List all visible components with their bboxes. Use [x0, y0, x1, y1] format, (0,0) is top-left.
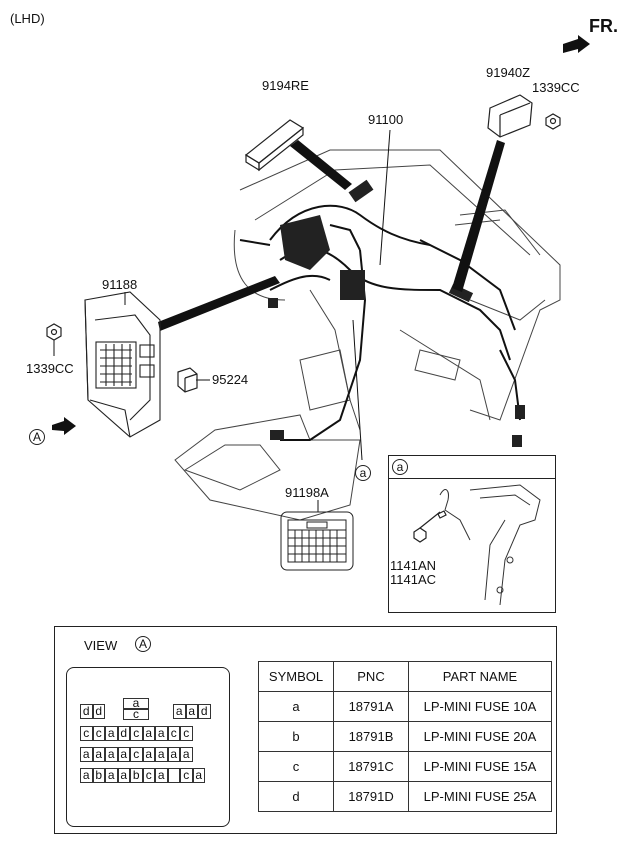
table-row: c 18791C LP-MINI FUSE 15A	[258, 751, 552, 782]
fuse-slot: a	[80, 747, 93, 762]
part-label-91940Z: 91940Z	[486, 65, 531, 80]
table-cell: 18791B	[333, 721, 409, 752]
front-arrow-icon	[563, 35, 590, 53]
view-a-panel: VIEW A	[54, 626, 557, 834]
fuse-slot: a	[167, 747, 180, 762]
fuse-slot: a	[142, 747, 155, 762]
table-header-cell: PNC	[333, 661, 409, 692]
fuse-slot: c	[167, 726, 180, 741]
leader-91940Z	[452, 140, 505, 292]
part-label-1141AC: 1141AC	[390, 572, 437, 587]
fuse-slot: c	[142, 768, 155, 783]
part-label-1339CC-right: 1339CC	[532, 80, 580, 95]
drive-side-label: (LHD)	[10, 11, 45, 26]
part-label-95224: 95224	[212, 372, 249, 387]
view-a-arrow-icon	[52, 417, 76, 435]
fuse-slot: a	[155, 747, 168, 762]
nut-1339CC-left	[46, 323, 62, 341]
detail-a-screw	[413, 510, 447, 543]
leader-91100	[379, 129, 391, 266]
fuse-slot: d	[198, 704, 211, 719]
part-label-91100: 91100	[368, 112, 404, 127]
view-title: VIEW	[84, 638, 118, 653]
part-label-91188: 91188	[102, 277, 138, 292]
part-label-91198A: 91198A	[285, 485, 329, 500]
table-row: a 18791A LP-MINI FUSE 10A	[258, 691, 552, 722]
view-a-marker: A	[29, 429, 45, 445]
table-cell: LP-MINI FUSE 20A	[408, 721, 552, 752]
fuse-slot: a	[173, 704, 186, 719]
fuse-slot: d	[117, 726, 130, 741]
fuse-slot: a	[155, 726, 168, 741]
fuse-slot: a	[80, 768, 93, 783]
fuse-slot: a	[180, 747, 193, 762]
table-cell: c	[258, 751, 334, 782]
fuse-slot: d	[80, 704, 93, 719]
fuse-slot: a	[155, 768, 168, 783]
table-cell: b	[258, 721, 334, 752]
part-label-9194RE: 9194RE	[262, 78, 309, 93]
table-cell: a	[258, 691, 334, 722]
table-header-cell: PART NAME	[408, 661, 552, 692]
table-row: d 18791D LP-MINI FUSE 25A	[258, 781, 552, 812]
detail-a-bracket	[439, 484, 541, 606]
fuse-slot: b	[130, 768, 143, 783]
fuse-parts-table: SYMBOL PNC PART NAME a 18791A LP-MINI FU…	[258, 661, 552, 812]
table-cell: 18791D	[333, 781, 409, 812]
fuse-slot: a	[117, 768, 130, 783]
module-91940Z	[487, 94, 533, 138]
front-label: FR.	[589, 16, 618, 36]
table-cell: 18791C	[333, 751, 409, 782]
callout-a-marker: a	[355, 465, 371, 481]
table-cell: LP-MINI FUSE 15A	[408, 751, 552, 782]
fuse-label-card-91198A	[280, 511, 354, 571]
detail-a-marker: a	[392, 459, 408, 475]
fuse-slot: c	[92, 726, 105, 741]
fuse-slot: c	[130, 747, 143, 762]
fuse-slot: d	[92, 704, 105, 719]
fuse-slot: c	[180, 726, 193, 741]
view-title-marker: A	[135, 636, 151, 652]
fuse-slot: c	[80, 726, 93, 741]
table-cell: d	[258, 781, 334, 812]
part-label-1141AN: 1141AN	[390, 558, 437, 573]
leader-a	[352, 319, 363, 461]
table-header-row: SYMBOL PNC PART NAME	[258, 661, 552, 692]
fuse-slot-center-bottom: c	[123, 708, 149, 720]
table-cell: LP-MINI FUSE 25A	[408, 781, 552, 812]
fuse-slot: a	[92, 747, 105, 762]
leader-9194RE	[290, 140, 352, 190]
fuse-slot: a	[192, 768, 205, 783]
junction-box-91188	[84, 291, 161, 438]
module-9194RE	[244, 119, 305, 172]
fuse-slot-center-top: a	[123, 697, 149, 709]
fuse-slot: c	[180, 768, 193, 783]
nut-1339CC-right	[545, 113, 561, 130]
table-cell: LP-MINI FUSE 10A	[408, 691, 552, 722]
fuse-slot	[167, 768, 180, 783]
detail-a-panel: a 1141AN 1141AC	[388, 455, 556, 613]
table-cell: 18791A	[333, 691, 409, 722]
table-header-cell: SYMBOL	[258, 661, 334, 692]
fuse-slot: a	[117, 747, 130, 762]
fuse-slot: a	[185, 704, 198, 719]
table-row: b 18791B LP-MINI FUSE 20A	[258, 721, 552, 752]
fuse-slot: a	[105, 768, 118, 783]
relay-95224	[177, 367, 198, 393]
wiring-harness	[239, 204, 521, 441]
fuse-slot: a	[142, 726, 155, 741]
detail-a-header	[389, 456, 555, 479]
fuse-slot: c	[130, 726, 143, 741]
leader-91188	[158, 276, 280, 331]
part-label-1339CC-left: 1339CC	[26, 361, 74, 376]
fuse-slot: b	[92, 768, 105, 783]
fuse-slot: a	[105, 726, 118, 741]
fuse-slot: a	[105, 747, 118, 762]
